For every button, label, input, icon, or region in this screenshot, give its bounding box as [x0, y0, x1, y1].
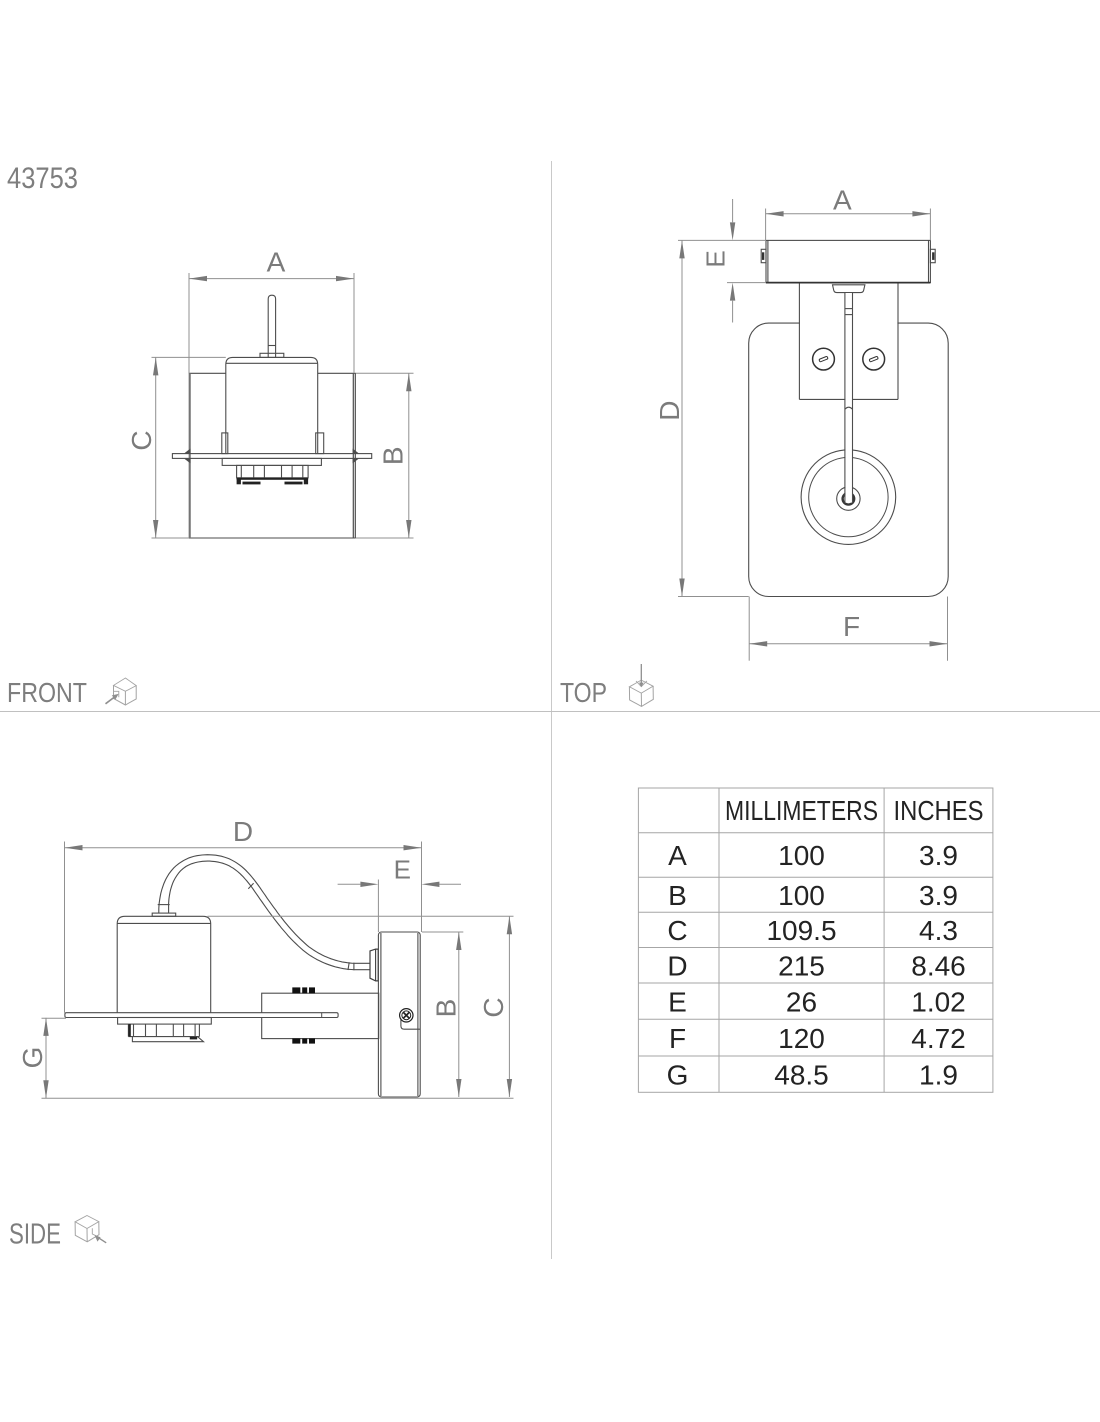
- svg-text:D: D: [654, 400, 685, 420]
- svg-text:F: F: [669, 1023, 686, 1054]
- svg-text:G: G: [17, 1047, 48, 1069]
- svg-text:E: E: [701, 250, 731, 267]
- svg-text:D: D: [233, 816, 253, 847]
- svg-text:A: A: [833, 185, 852, 216]
- svg-text:B: B: [668, 880, 687, 911]
- svg-text:SIDE: SIDE: [9, 1219, 61, 1251]
- svg-text:C: C: [667, 915, 687, 946]
- svg-text:C: C: [478, 997, 509, 1017]
- svg-text:4.3: 4.3: [919, 915, 958, 946]
- svg-text:120: 120: [778, 1023, 825, 1054]
- svg-text:26: 26: [786, 987, 817, 1018]
- svg-text:B: B: [378, 446, 409, 465]
- svg-text:E: E: [668, 987, 687, 1018]
- svg-text:D: D: [667, 951, 687, 982]
- svg-text:1.9: 1.9: [919, 1060, 958, 1091]
- svg-text:MILLIMETERS: MILLIMETERS: [725, 795, 878, 826]
- svg-text:FRONT: FRONT: [7, 677, 87, 708]
- svg-text:TOP: TOP: [560, 677, 607, 708]
- svg-text:109.5: 109.5: [766, 915, 836, 946]
- svg-text:G: G: [667, 1060, 689, 1091]
- svg-text:F: F: [843, 611, 860, 642]
- svg-text:A: A: [267, 247, 286, 278]
- svg-text:4.72: 4.72: [911, 1023, 966, 1054]
- svg-text:E: E: [394, 855, 411, 885]
- svg-text:INCHES: INCHES: [894, 795, 984, 826]
- svg-text:8.46: 8.46: [911, 951, 966, 982]
- svg-text:3.9: 3.9: [919, 840, 958, 871]
- svg-text:43753: 43753: [7, 162, 78, 195]
- svg-text:100: 100: [778, 880, 825, 911]
- svg-text:48.5: 48.5: [774, 1060, 829, 1091]
- svg-text:C: C: [126, 430, 157, 450]
- svg-text:100: 100: [778, 840, 825, 871]
- svg-text:A: A: [668, 840, 687, 871]
- svg-text:B: B: [431, 999, 462, 1018]
- svg-text:3.9: 3.9: [919, 880, 958, 911]
- svg-text:1.02: 1.02: [911, 987, 966, 1018]
- svg-text:215: 215: [778, 951, 825, 982]
